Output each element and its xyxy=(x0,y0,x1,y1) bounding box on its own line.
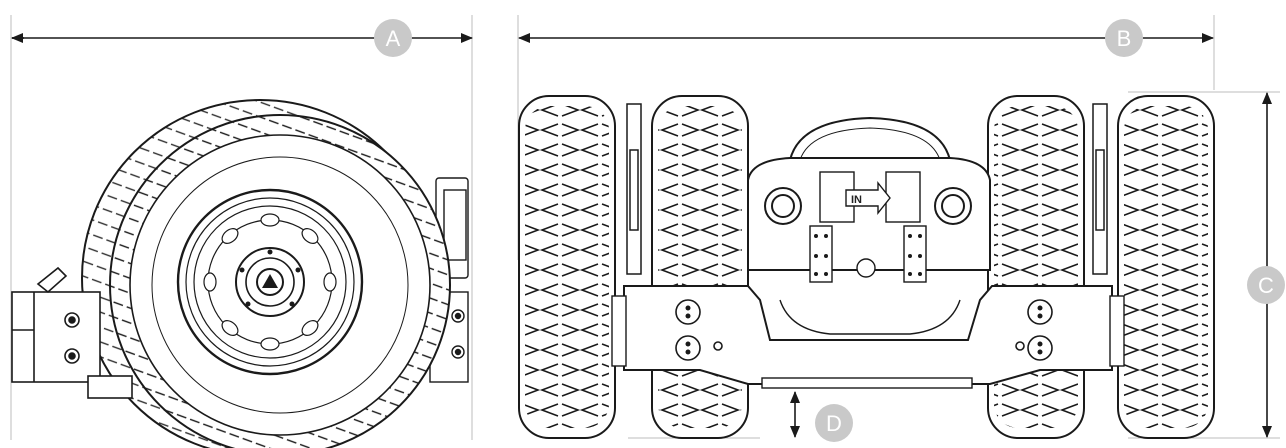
rear-view-chassis: IN xyxy=(518,95,1215,439)
label-b-badge: B xyxy=(1105,19,1143,57)
side-view-mount-block xyxy=(11,266,133,399)
label-a-badge: A xyxy=(374,19,412,57)
label-d-badge: D xyxy=(815,404,853,442)
rear-view-axle xyxy=(623,285,1113,385)
label-b: B xyxy=(1117,26,1132,51)
label-a: A xyxy=(386,26,401,51)
label-c-badge: C xyxy=(1247,266,1285,304)
rear-view-lights xyxy=(764,187,972,225)
label-c: C xyxy=(1258,273,1274,298)
direction-marking: IN xyxy=(845,181,891,215)
rear-view-tire-outer-right xyxy=(1117,95,1215,439)
rear-view-struts xyxy=(626,103,1108,275)
direction-label: IN xyxy=(851,194,862,206)
rear-view-cowl xyxy=(788,116,952,161)
rear-view-body xyxy=(747,157,991,271)
rear-view-tire-outer-left xyxy=(518,95,616,439)
rear-view-tire-inner-left xyxy=(651,95,749,439)
rear-view-tire-inner-right xyxy=(987,95,1085,439)
side-view-wheel xyxy=(11,99,469,448)
label-d: D xyxy=(826,411,842,436)
